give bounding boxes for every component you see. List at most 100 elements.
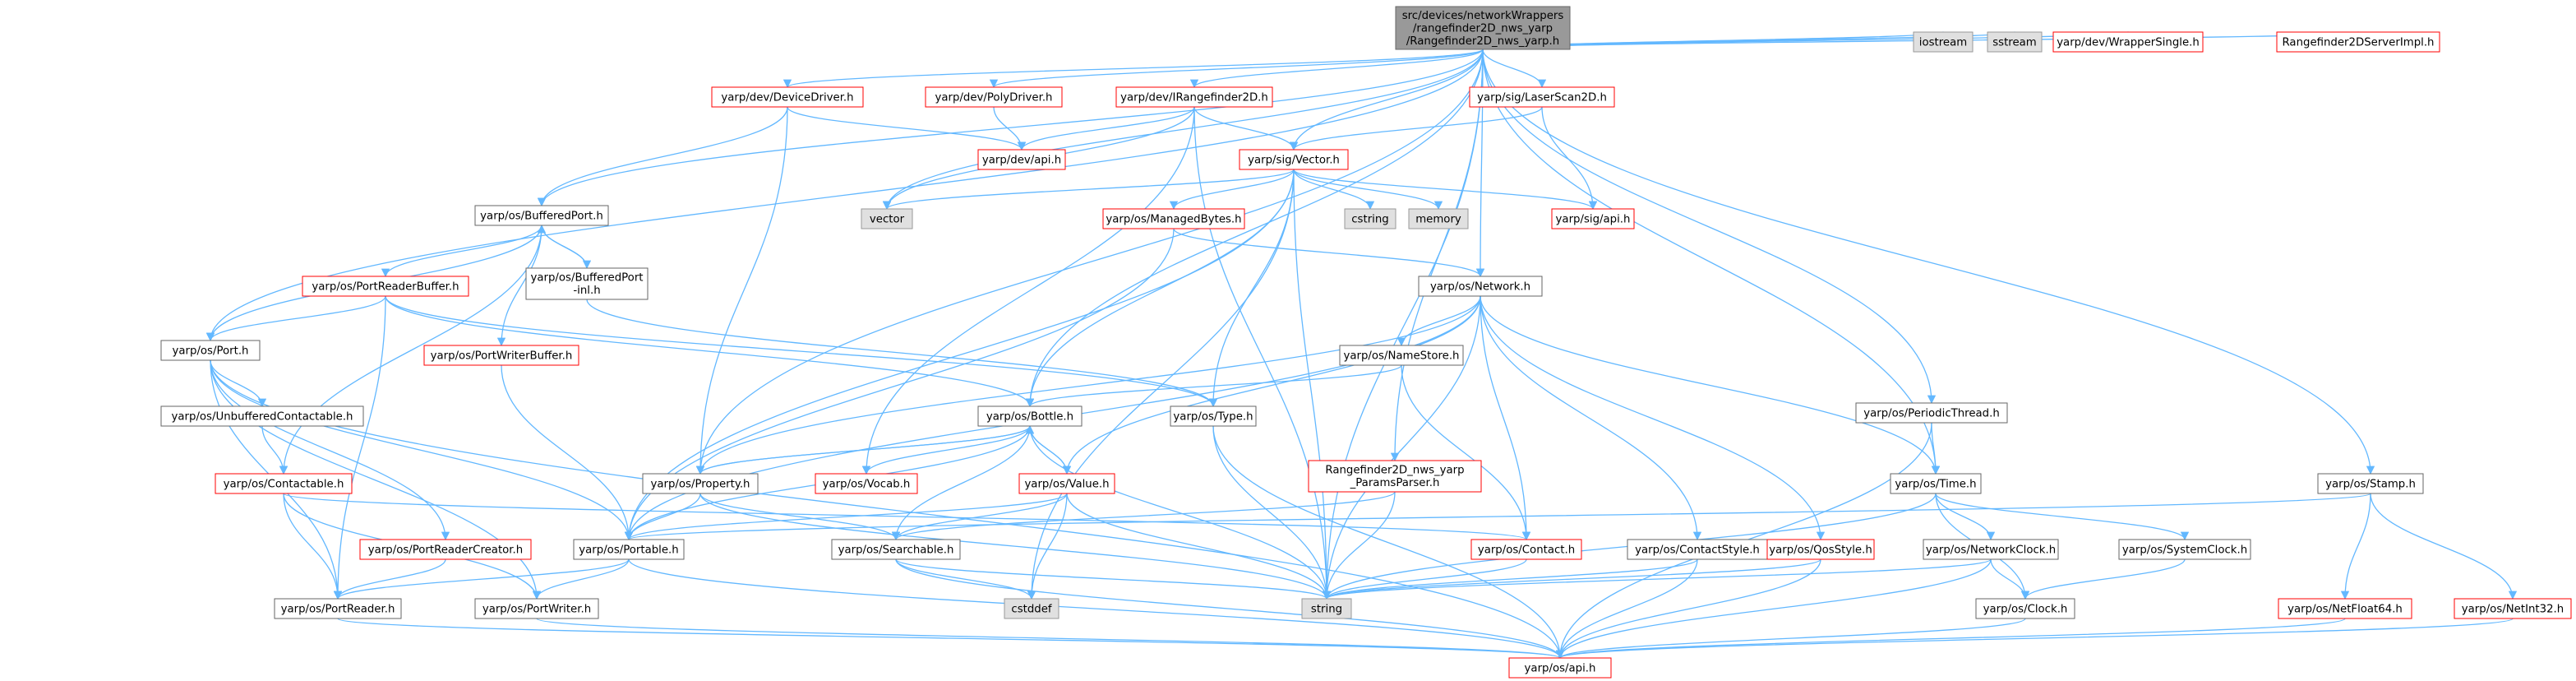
node-wrappersingle[interactable]: yarp/dev/WrapperSingle.h — [2052, 31, 2204, 53]
edge-root-to-property — [695, 49, 1484, 475]
node-networkclock[interactable]: yarp/os/NetworkClock.h — [1923, 539, 2059, 560]
node-osapi[interactable]: yarp/os/api.h — [1508, 657, 1612, 679]
node-portwriter[interactable]: yarp/os/PortWriter.h — [474, 598, 599, 619]
edge-value-to-string — [1066, 493, 1332, 600]
edge-value-to-searchable — [891, 493, 1068, 541]
node-sstream[interactable]: sstream — [1987, 31, 2043, 53]
node-managedbytes[interactable]: yarp/os/ManagedBytes.h — [1102, 208, 1245, 229]
edge-irangefinder-to-string — [1193, 106, 1332, 600]
node-laserscan[interactable]: yarp/sig/LaserScan2D.h — [1469, 86, 1615, 108]
node-root[interactable]: src/devices/networkWrappers/rangefinder2… — [1395, 6, 1571, 50]
edge-sigvector-to-bottle — [1025, 169, 1295, 408]
node-label-contact-0: yarp/os/Contact.h — [1478, 544, 1575, 556]
edge-portable-to-osapi — [628, 558, 1565, 660]
edge-portwriter-to-osapi — [536, 618, 1564, 660]
node-label-type-0: yarp/os/Type.h — [1173, 410, 1253, 423]
node-paramsparser[interactable]: Rangefinder2D_nws_yarp_ParamsParser.h — [1308, 460, 1482, 493]
node-value[interactable]: yarp/os/Value.h — [1018, 473, 1115, 494]
node-portreader[interactable]: yarp/os/PortReader.h — [274, 598, 402, 619]
node-label-networkclock-0: yarp/os/NetworkClock.h — [1926, 544, 2056, 556]
node-sigapi[interactable]: yarp/sig/api.h — [1551, 208, 1635, 229]
node-qosstyle[interactable]: yarp/os/QosStyle.h — [1766, 539, 1875, 560]
edge-bufferedportinl-to-type — [586, 299, 1218, 408]
node-label-bottle-0: yarp/os/Bottle.h — [986, 410, 1073, 423]
node-portreaderbuffer[interactable]: yarp/os/PortReaderBuffer.h — [302, 276, 469, 297]
node-box-netfloat64 — [2278, 598, 2412, 619]
edge-portreaderbuffer-to-type — [385, 295, 1218, 408]
edge-property-to-portable — [624, 493, 701, 541]
edge-portwriterbuffer-to-portable — [501, 364, 634, 541]
edge-type-to-osapi — [1212, 425, 1565, 660]
edge-time-to-networkclock — [1935, 493, 1996, 541]
node-cstddef[interactable]: cstddef — [1004, 598, 1059, 619]
node-port[interactable]: yarp/os/Port.h — [160, 340, 261, 361]
node-label-portable-0: yarp/os/Portable.h — [579, 544, 678, 556]
node-searchable[interactable]: yarp/os/Searchable.h — [831, 539, 961, 560]
node-label-value-0: yarp/os/Value.h — [1024, 478, 1109, 490]
edge-netfloat64-to-osapi — [1556, 618, 2346, 660]
edge-network-to-namestore — [1396, 295, 1481, 347]
node-contact[interactable]: yarp/os/Contact.h — [1470, 539, 1582, 560]
node-box-laserscan — [1469, 86, 1615, 108]
node-label-wrappersingle-0: yarp/dev/WrapperSingle.h — [2057, 36, 2200, 49]
edge-devicedriver-to-property — [695, 106, 788, 475]
node-label-unbuffered-0: yarp/os/UnbufferedContactable.h — [172, 410, 353, 423]
node-netfloat64[interactable]: yarp/os/NetFloat64.h — [2278, 598, 2412, 619]
node-unbuffered[interactable]: yarp/os/UnbufferedContactable.h — [160, 405, 364, 427]
node-box-sigvector — [1239, 149, 1349, 170]
node-bufferedportinl[interactable]: yarp/os/BufferedPort-inl.h — [525, 267, 649, 300]
node-label-sigvector-0: yarp/sig/Vector.h — [1248, 154, 1340, 166]
node-box-cstddef — [1004, 598, 1059, 619]
node-portreadercreator[interactable]: yarp/os/PortReaderCreator.h — [359, 539, 532, 560]
node-netint32[interactable]: yarp/os/NetInt32.h — [2454, 598, 2572, 619]
node-box-portable — [573, 539, 685, 560]
node-contactable[interactable]: yarp/os/Contactable.h — [215, 473, 353, 494]
edge-sigvector-to-managedbytes — [1169, 169, 1295, 211]
node-contactstyle[interactable]: yarp/os/ContactStyle.h — [1627, 539, 1768, 560]
node-devapi[interactable]: yarp/dev/api.h — [977, 149, 1066, 170]
node-property[interactable]: yarp/os/Property.h — [642, 473, 759, 494]
edge-irangefinder-to-vocab — [861, 106, 1195, 475]
edge-network-to-value — [1062, 295, 1481, 475]
node-namestore[interactable]: yarp/os/NameStore.h — [1339, 345, 1464, 366]
node-sigvector[interactable]: yarp/sig/Vector.h — [1239, 149, 1349, 170]
node-devicedriver[interactable]: yarp/dev/DeviceDriver.h — [711, 86, 864, 108]
edge-portable-to-portwriter — [532, 558, 630, 600]
node-box-stamp — [2317, 473, 2424, 494]
node-clock[interactable]: yarp/os/Clock.h — [1975, 598, 2075, 619]
edge-portreaderbuffer-to-port — [205, 295, 386, 342]
node-cstring[interactable]: cstring — [1344, 208, 1396, 229]
node-box-systemclock — [2118, 539, 2251, 560]
node-label-portwriterbuffer-0: yarp/os/PortWriterBuffer.h — [431, 350, 573, 362]
node-portwriterbuffer[interactable]: yarp/os/PortWriterBuffer.h — [423, 345, 579, 366]
node-stamp[interactable]: yarp/os/Stamp.h — [2317, 473, 2424, 494]
node-label-bufferedportinl-1: -inl.h — [573, 285, 600, 297]
edge-stamp-to-netfloat64 — [2340, 493, 2371, 600]
node-box-clock — [1975, 598, 2075, 619]
edge-namestore-to-bottle — [1025, 364, 1402, 408]
node-time[interactable]: yarp/os/Time.h — [1890, 473, 1982, 494]
node-box-bufferedport — [474, 205, 609, 226]
edge-network-to-time — [1480, 295, 1941, 475]
edge-port-to-portable — [210, 359, 634, 541]
node-vocab[interactable]: yarp/os/Vocab.h — [815, 473, 918, 494]
edge-root-to-bufferedport — [537, 49, 1484, 207]
node-iostream[interactable]: iostream — [1913, 31, 1974, 53]
node-box-networkclock — [1923, 539, 2059, 560]
node-bottle[interactable]: yarp/os/Bottle.h — [977, 405, 1083, 427]
node-bufferedport[interactable]: yarp/os/BufferedPort.h — [474, 205, 609, 226]
node-polydriver[interactable]: yarp/dev/PolyDriver.h — [925, 86, 1063, 108]
node-memory[interactable]: memory — [1408, 208, 1469, 229]
node-string[interactable]: string — [1301, 598, 1352, 619]
node-periodicthread[interactable]: yarp/os/PeriodicThread.h — [1855, 402, 2008, 424]
node-vector[interactable]: vector — [861, 208, 913, 229]
node-systemclock[interactable]: yarp/os/SystemClock.h — [2118, 539, 2251, 560]
node-label-root-1: /rangefinder2D_nws_yarp — [1413, 22, 1553, 35]
node-portable[interactable]: yarp/os/Portable.h — [573, 539, 685, 560]
node-label-netint32-0: yarp/os/NetInt32.h — [2462, 603, 2564, 615]
node-type[interactable]: yarp/os/Type.h — [1170, 405, 1257, 427]
node-irangefinder[interactable]: yarp/dev/IRangefinder2D.h — [1115, 86, 1273, 108]
edge-root-to-irangefinder — [1189, 49, 1484, 89]
node-serverimpl[interactable]: Rangefinder2DServerImpl.h — [2276, 31, 2440, 53]
node-network[interactable]: yarp/os/Network.h — [1418, 276, 1543, 297]
